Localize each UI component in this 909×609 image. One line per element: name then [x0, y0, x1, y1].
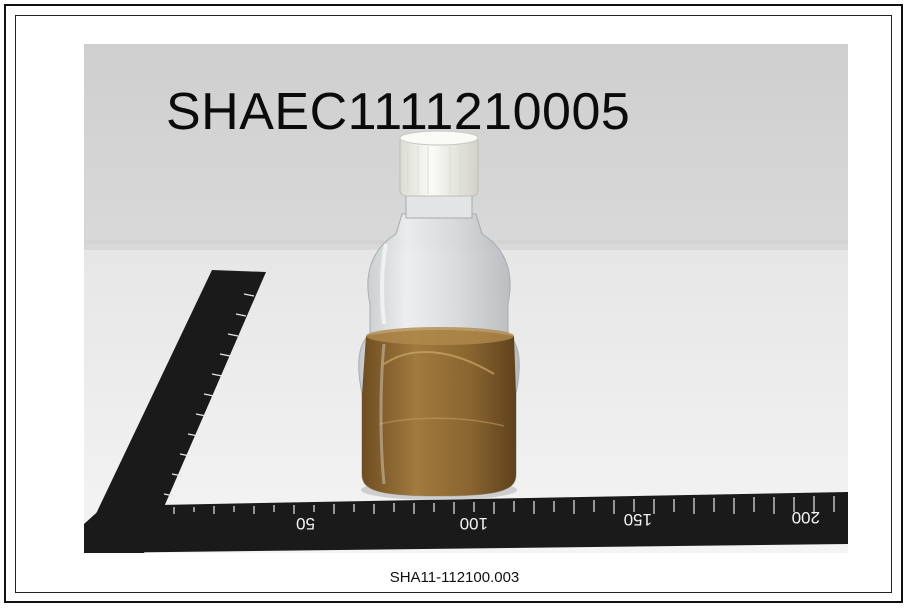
- inner-frame: [15, 15, 892, 593]
- ruler-ticks: [173, 496, 835, 514]
- sample-photo-art: 50 100 150 200: [84, 44, 848, 553]
- ruler-vertical-arm: [84, 270, 266, 553]
- ruler-number-100: 100: [460, 514, 488, 533]
- sample-id-label: SHAEC1111210005: [166, 83, 631, 141]
- ruler-number-50: 50: [296, 514, 315, 533]
- amber-liquid: [362, 330, 516, 496]
- ruler-horizontal-arm: [84, 492, 848, 553]
- ruler-number-200: 200: [792, 508, 820, 527]
- outer-frame: [4, 4, 903, 603]
- sample-photo: 50 100 150 200 SHAEC1111210005: [84, 44, 848, 553]
- photo-caption: SHA11-112100.003: [389, 569, 520, 586]
- ruler-number-150: 150: [624, 510, 652, 529]
